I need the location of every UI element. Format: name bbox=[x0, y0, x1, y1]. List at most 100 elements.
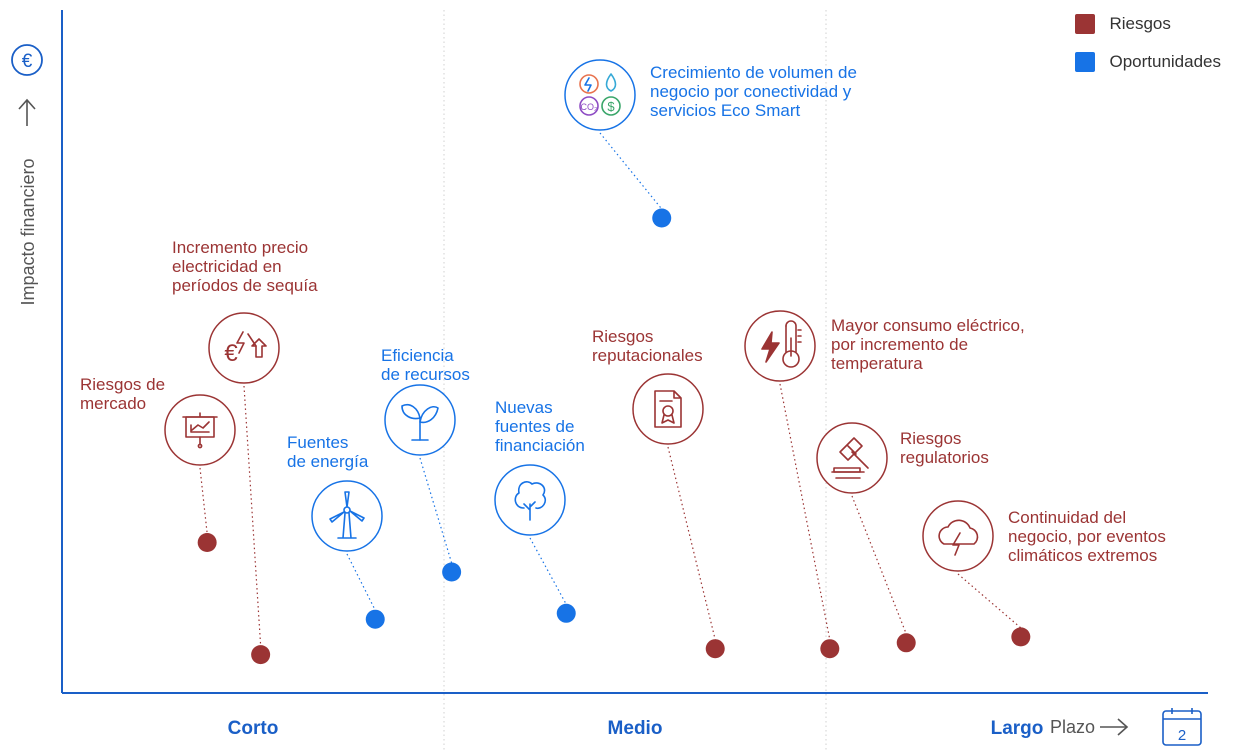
icon-circle bbox=[564, 59, 636, 131]
icon-circle bbox=[816, 422, 888, 494]
euro-icon: € bbox=[11, 44, 43, 76]
x-axis-label: Plazo bbox=[1050, 717, 1095, 737]
tree-icon bbox=[514, 481, 547, 521]
data-point-electricidad bbox=[251, 645, 271, 665]
sprout-icon bbox=[401, 403, 439, 441]
legend-item-oportunidades: Oportunidades bbox=[1075, 52, 1221, 72]
data-point-crecimiento bbox=[652, 208, 672, 228]
label-line: Incremento precio bbox=[172, 238, 308, 257]
icon-circle bbox=[164, 394, 236, 466]
connector-line bbox=[957, 573, 1022, 629]
connector-line bbox=[599, 132, 663, 210]
label-line: Riesgos bbox=[900, 429, 961, 448]
label-line: mercado bbox=[80, 394, 146, 413]
label-line: Mayor consumo eléctrico, bbox=[831, 316, 1025, 335]
label-line: Continuidad del bbox=[1008, 508, 1126, 527]
svg-text:€: € bbox=[22, 51, 33, 72]
legend-item-riesgos: Riesgos bbox=[1075, 14, 1221, 34]
x-category-label: Corto bbox=[228, 718, 279, 739]
connector-line bbox=[667, 446, 716, 640]
icon-circle bbox=[311, 480, 383, 552]
label-line: Riesgos de bbox=[80, 375, 165, 394]
calendar-icon: 2 bbox=[1162, 708, 1202, 746]
presentation-chart-icon bbox=[182, 412, 218, 449]
data-point-reputacionales bbox=[705, 639, 725, 659]
svg-text:2: 2 bbox=[1178, 727, 1186, 744]
label-line: Riesgos bbox=[592, 327, 653, 346]
icon-circle bbox=[744, 310, 816, 382]
legend-label-riesgos: Riesgos bbox=[1109, 14, 1171, 33]
marker-consumo: Mayor consumo eléctrico,por incremento d… bbox=[744, 310, 1025, 659]
thermometer-lightning-icon bbox=[761, 320, 802, 368]
connector-line bbox=[243, 385, 262, 646]
icon-circle bbox=[632, 373, 704, 445]
label-line: períodos de sequía bbox=[172, 276, 318, 295]
label-line: de energía bbox=[287, 452, 369, 471]
connector-line bbox=[346, 553, 376, 611]
label-line: servicios Eco Smart bbox=[650, 101, 800, 120]
label-line: financiación bbox=[495, 436, 585, 455]
arrow-up-icon bbox=[18, 98, 36, 126]
icon-circle bbox=[494, 464, 566, 536]
legend-swatch-riesgos bbox=[1075, 14, 1096, 34]
eco-smart-icon: CO₂ $ bbox=[579, 73, 621, 116]
label-line: Eficiencia bbox=[381, 346, 454, 365]
svg-text:$: $ bbox=[607, 99, 615, 114]
data-point-regulatorios bbox=[896, 633, 916, 653]
certificate-document-icon bbox=[654, 390, 682, 428]
label-line: reputacionales bbox=[592, 346, 703, 365]
connector-line bbox=[851, 495, 907, 635]
label-line: Fuentes bbox=[287, 433, 348, 452]
svg-text:€: € bbox=[224, 340, 238, 367]
legend: Riesgos Oportunidades bbox=[1075, 14, 1221, 72]
x-category-label: Largo bbox=[991, 718, 1044, 739]
icon-circle bbox=[208, 312, 280, 384]
euro-lightning-icon: € bbox=[224, 331, 267, 367]
label-line: Crecimiento de volumen de bbox=[650, 63, 857, 82]
connector-line bbox=[199, 467, 208, 534]
svg-text:CO₂: CO₂ bbox=[581, 102, 599, 112]
label-line: por incremento de bbox=[831, 335, 968, 354]
data-point-energia bbox=[365, 609, 385, 629]
data-point-eficiencia bbox=[442, 562, 462, 582]
data-point-financiacion bbox=[556, 603, 576, 623]
arrow-right-icon bbox=[1100, 718, 1129, 736]
label-line: electricidad en bbox=[172, 257, 282, 276]
label-consumo: Mayor consumo eléctrico,por incremento d… bbox=[831, 316, 1025, 373]
label-line: regulatorios bbox=[900, 448, 989, 467]
legend-swatch-oportunidades bbox=[1075, 52, 1096, 72]
connector-line bbox=[419, 457, 453, 564]
label-line: de recursos bbox=[381, 365, 470, 384]
label-line: temperatura bbox=[831, 354, 923, 373]
data-point-mercado bbox=[197, 533, 217, 552]
y-axis-label: Impacto financiero bbox=[18, 158, 38, 305]
data-point-consumo bbox=[820, 639, 840, 659]
gavel-icon bbox=[831, 437, 869, 479]
connector-line bbox=[779, 383, 831, 640]
label-line: negocio por conectividad y bbox=[650, 82, 852, 101]
legend-label-oportunidades: Oportunidades bbox=[1109, 52, 1221, 71]
connector-line bbox=[529, 537, 567, 605]
wind-turbine-icon bbox=[329, 491, 365, 539]
label-line: climáticos extremos bbox=[1008, 546, 1157, 565]
data-point-continuidad bbox=[1011, 627, 1031, 647]
label-line: fuentes de bbox=[495, 417, 574, 436]
